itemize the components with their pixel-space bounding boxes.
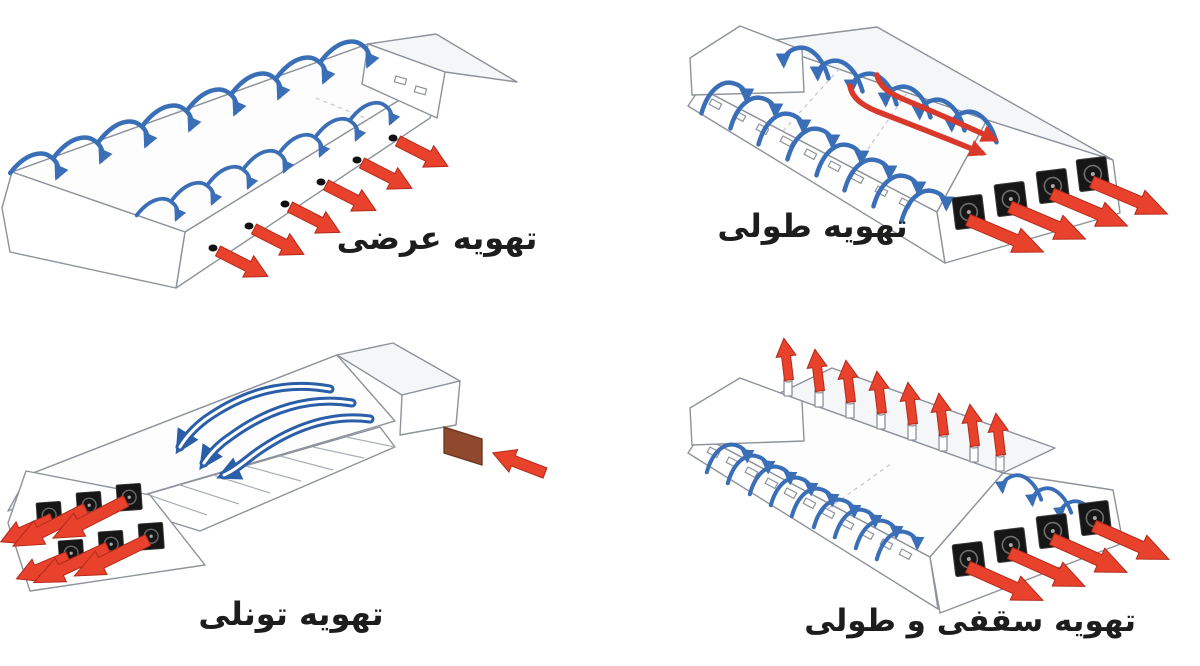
- cooling-pad-inlet: [443, 426, 550, 485]
- inlet-arrow: [487, 441, 550, 485]
- side-wall-exhaust-fans: [208, 134, 398, 252]
- diagram-tunnel-ventilation: تهویه تونلی: [0, 333, 600, 666]
- diagram-cross-ventilation: تهویه عرضی: [0, 0, 600, 333]
- tunnel-ventilation-drawing: [0, 342, 550, 595]
- cross-ventilation-drawing: [1, 33, 518, 289]
- roof-longitudinal-ventilation-drawing: [687, 336, 1175, 614]
- cooling-pad: [443, 426, 483, 466]
- diagram-label-roof-and-longitudinal-ventilation: تهویه سقفی و طولی: [804, 603, 1136, 639]
- diagram-label-longitudinal-ventilation: تهویه طولی: [717, 207, 908, 245]
- building: [1, 33, 518, 289]
- diagram-label-cross-ventilation: تهویه عرضی: [336, 219, 538, 257]
- longitudinal-airflow-arrows: [847, 72, 999, 157]
- diagram-longitudinal-ventilation: تهویه طولی: [600, 0, 1200, 333]
- tunnel-airflow-arrows: [175, 381, 375, 480]
- diagram-roof-and-longitudinal-ventilation: تهویه سقفی و طولی: [600, 333, 1200, 666]
- diagram-label-tunnel-ventilation: تهویه تونلی: [198, 595, 384, 633]
- longitudinal-ventilation-drawing: [687, 25, 1174, 265]
